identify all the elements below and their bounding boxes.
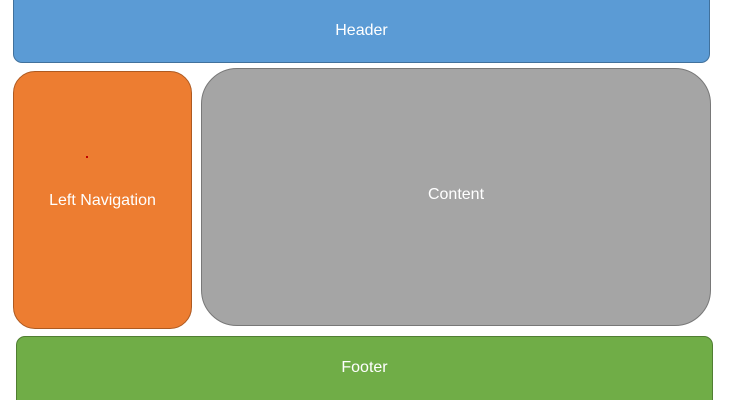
footer-label: Footer <box>341 359 388 376</box>
left-navigation-label: Left Navigation <box>49 192 156 209</box>
content-label: Content <box>427 186 485 203</box>
left-navigation-block: Left Navigation <box>13 71 192 329</box>
header-block: Header <box>13 0 710 63</box>
content-block: Content <box>201 68 711 326</box>
red-dot-mark <box>86 156 88 158</box>
footer-block: Footer <box>16 336 713 400</box>
header-label: Header <box>335 22 388 39</box>
